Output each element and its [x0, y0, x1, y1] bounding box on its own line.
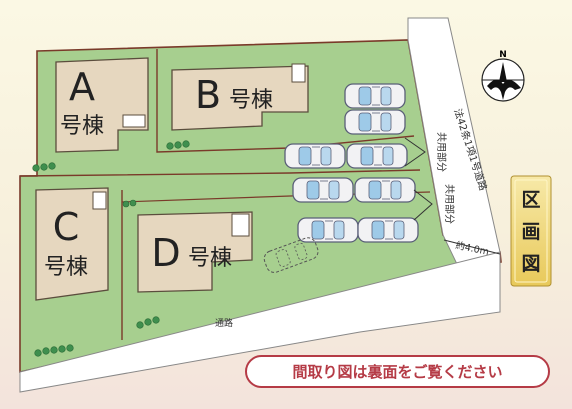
compass-icon — [481, 58, 525, 102]
parcel-line-ab — [156, 49, 415, 153]
parking-car — [354, 177, 416, 203]
building-a-letter: A — [69, 65, 95, 109]
bottom-road — [19, 251, 501, 393]
parking-car — [297, 217, 359, 243]
compass-north-label: N — [499, 50, 507, 60]
zumen-char-2: 画 — [521, 221, 540, 243]
building-a-suffix: 号棟 — [60, 114, 104, 139]
visitor-car-outline — [263, 237, 319, 273]
shared-upper-label: 共用部分 — [435, 132, 448, 172]
building-c-suffix: 号棟 — [44, 255, 88, 280]
zumen-char-1: 区 — [521, 189, 540, 211]
building-d — [137, 211, 253, 293]
building-b-suffix: 号棟 — [229, 88, 273, 113]
zumen-plate — [510, 175, 552, 287]
building-c-letter: C — [53, 205, 80, 249]
notice-text: 間取り図は裏面をご覧ください — [292, 363, 502, 381]
building-a — [55, 57, 149, 153]
shared-lower-label: 共用部分 — [443, 184, 456, 224]
building-b — [171, 63, 309, 131]
parking-car — [357, 217, 419, 243]
building-d-letter: D — [151, 231, 180, 275]
parking-car — [344, 109, 406, 135]
notice-pill — [245, 355, 550, 388]
zumen-char-3: 図 — [521, 253, 540, 275]
road-width-line — [443, 239, 501, 255]
parking-car — [284, 143, 346, 169]
road-bottom-label: 通路 — [215, 317, 233, 329]
parking-car — [344, 83, 406, 109]
shrubs — [32, 140, 190, 357]
shared-arrow-lower — [413, 189, 433, 221]
parking-car — [292, 177, 354, 203]
parking-car — [346, 143, 408, 169]
parcel-line-mid — [19, 169, 421, 177]
building-d-suffix: 号棟 — [188, 246, 232, 271]
building-c — [35, 187, 109, 301]
shared-arrow-upper — [404, 137, 426, 167]
building-b-letter: B — [195, 73, 221, 117]
